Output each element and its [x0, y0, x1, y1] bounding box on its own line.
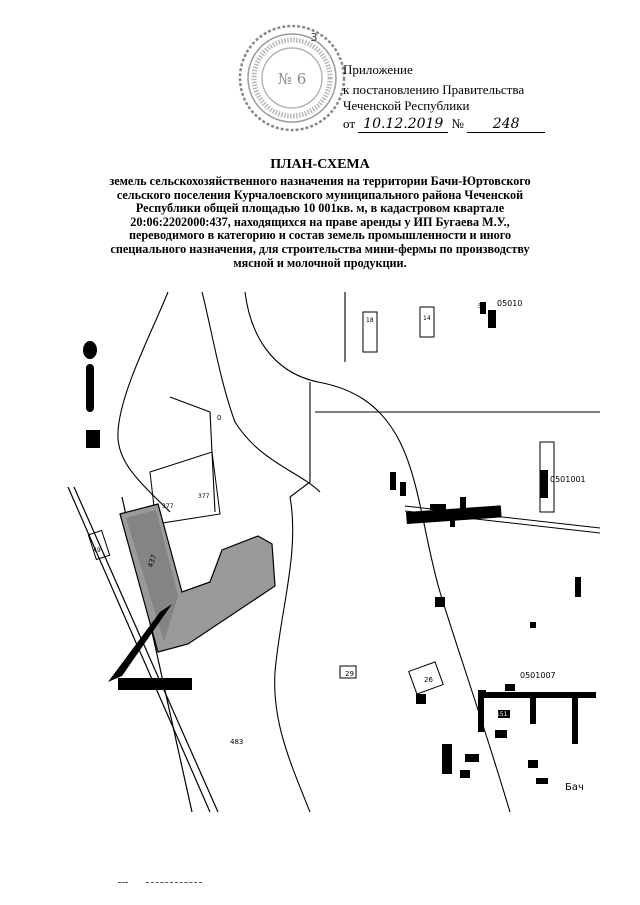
cadastral-map: 377 377 437 [67, 292, 600, 812]
map-boundary-lines [117, 292, 600, 812]
document-title: ПЛАН-СХЕМА [270, 157, 370, 172]
appendix-date-line: от 10.12.2019 № 248 [343, 116, 546, 133]
parcel-label: 49 [93, 547, 101, 554]
appendix-line-1: Приложение [343, 62, 413, 77]
map-farm-structure [478, 692, 596, 744]
date-prefix: от [343, 116, 356, 131]
appendix-header: Приложение к постановлению Правительства… [343, 62, 546, 133]
appendix-line-2: к постановлению Правительства [343, 82, 525, 97]
description-line: сельского поселения Курчалоевского муниц… [116, 187, 524, 202]
map-left-objects [83, 341, 100, 448]
pointer-arrow [108, 604, 192, 690]
date-value: 10.12.2019 [358, 116, 449, 133]
map-right-road [404, 505, 600, 534]
target-parcel-437: 437 [119, 503, 276, 653]
official-seal-stamp: № 6 3 [238, 24, 346, 132]
description-line: 20:06:2202000:437, находящихся на праве … [130, 214, 510, 229]
document-description: земель сельскохозяйственного назначения … [60, 174, 580, 270]
description-line: специального назначения, для строительст… [110, 241, 530, 256]
description-line: мясной и молочной продукции. [233, 255, 407, 270]
quarter-label: 0501001 [550, 475, 586, 484]
parcel-label: 51 [478, 303, 486, 310]
seal-number: № 6 [278, 70, 307, 88]
seal-small-mark: 3 [311, 31, 318, 44]
parcel-label: 483 [230, 738, 243, 746]
quarter-label: 05010 [497, 299, 522, 308]
map-labels: 0 29 26 483 4 18 14 51 49 151 05010 0501… [93, 299, 586, 793]
number-value: 248 [467, 116, 546, 133]
description-line: переводимого в категорию и состав земель… [128, 228, 512, 243]
description-line: земель сельскохозяйственного назначения … [109, 174, 531, 188]
quarter-label: 0501007 [520, 671, 556, 680]
map-parcels [87, 306, 555, 695]
footer-mark [118, 882, 128, 883]
parcel-label: 29 [345, 670, 354, 678]
parcel-label: 151 [496, 711, 508, 718]
parcel-label: 377 [162, 503, 174, 510]
map-buildings [390, 302, 581, 784]
number-prefix: № [451, 116, 464, 131]
parcel-label: 26 [424, 676, 433, 684]
parcel-label: 4 [543, 478, 548, 486]
appendix-line-3: Чеченской Республики [343, 98, 470, 113]
footer-mark [146, 882, 202, 883]
parcel-label: 377 [198, 493, 210, 500]
parcel-label: 14 [423, 315, 431, 322]
village-label: Бач [565, 782, 584, 793]
parcel-label: 18 [366, 317, 374, 324]
description-line: Республики общей площадью 10 001кв. м, в… [135, 201, 505, 216]
parcel-label: 0 [217, 414, 221, 422]
